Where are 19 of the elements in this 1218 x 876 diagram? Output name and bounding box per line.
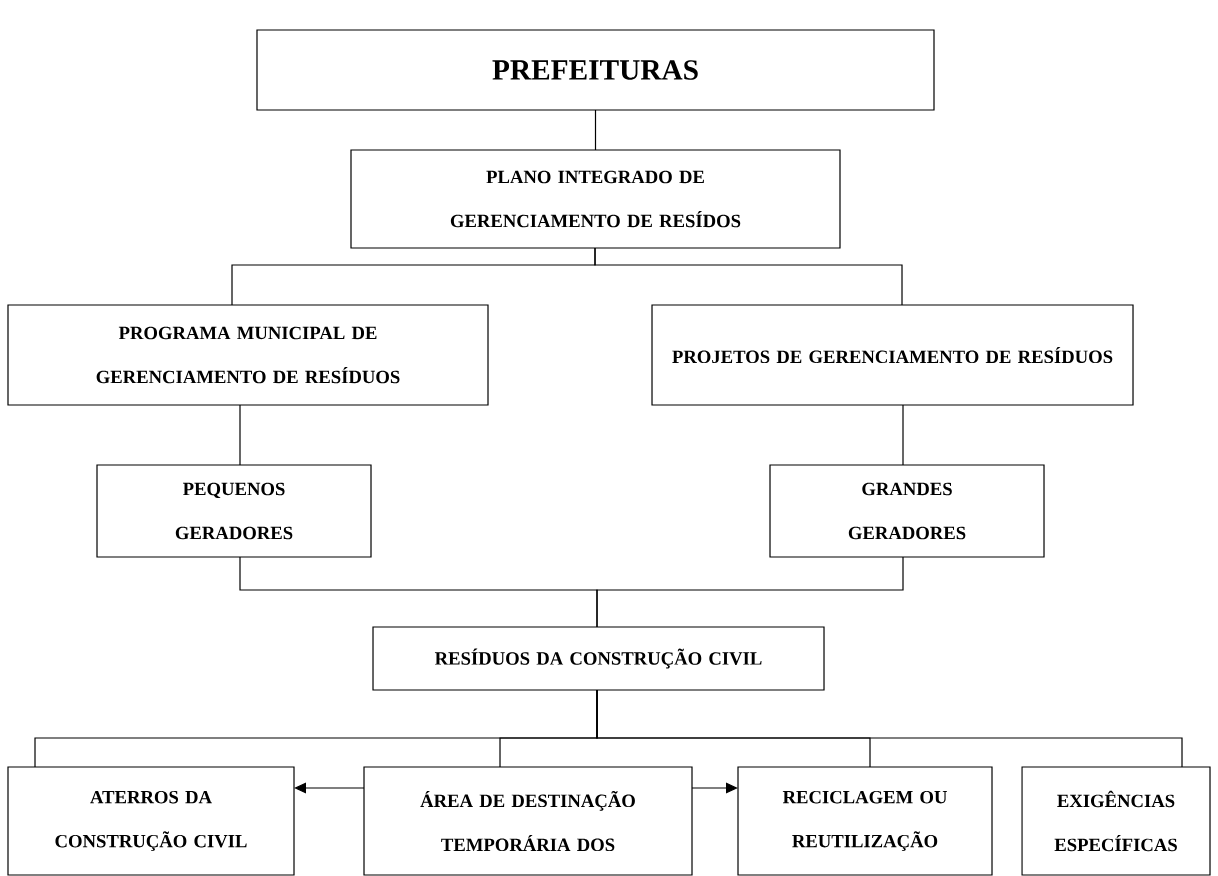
- process-box: ÁREA DE DESTINAÇÃO TEMPORÁRIA DOS: [363, 766, 693, 876]
- process-box: PREFEITURAS: [256, 29, 935, 111]
- connector-line: [596, 556, 904, 628]
- connector-line: [239, 404, 241, 466]
- connector-line: [902, 404, 904, 466]
- process-box: PEQUENOS GERADORES: [96, 464, 372, 558]
- connector-line: [596, 689, 1183, 768]
- connector-line: [594, 247, 903, 306]
- arrow: [691, 782, 738, 794]
- process-box: PROJETOS DE GERENCIAMENTO DE RESÍDUOS: [651, 304, 1134, 406]
- process-box: PROGRAMA MUNICIPAL DE GERENCIAMENTO DE RESÍDUOS: [7, 304, 489, 406]
- connector-line: [594, 109, 597, 151]
- process-box: EXIGÊNCIAS ESPECÍFICAS: [1021, 766, 1211, 876]
- process-box: ATERROS DA CONSTRUÇÃO CIVIL: [7, 766, 295, 876]
- process-box: GRANDES GERADORES: [769, 464, 1045, 558]
- process-box: PLANO INTEGRADO DE GERENCIAMENTO DE RESÍDOS: [350, 149, 841, 249]
- process-box: RECICLAGEM OU REUTILIZAÇÃO: [737, 766, 993, 876]
- process-box: RESÍDUOS DA CONSTRUÇÃO CIVIL: [372, 626, 825, 691]
- arrow: [294, 782, 365, 794]
